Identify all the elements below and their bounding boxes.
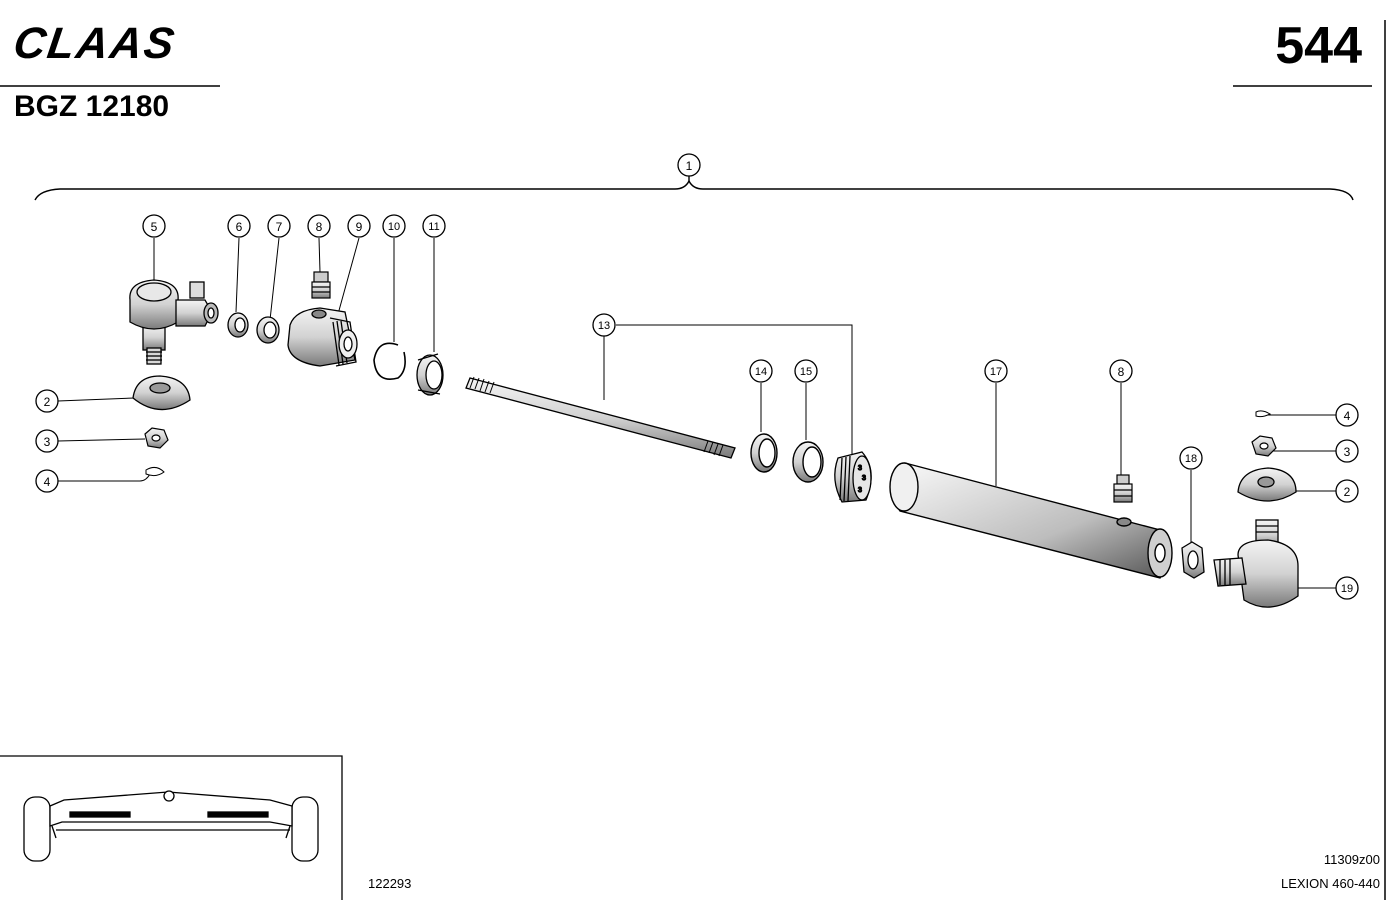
callout-2-left: 2 <box>35 389 59 413</box>
dust-boot-right <box>1237 467 1297 502</box>
callout-4-right: 4 <box>1335 403 1359 427</box>
callout-1: 1 <box>677 153 701 177</box>
svg-text:6: 6 <box>236 220 243 234</box>
callout-5: 5 <box>142 214 166 238</box>
callout-2-right: 2 <box>1335 479 1359 503</box>
callout-8-right: 8 <box>1109 359 1133 383</box>
dust-boot-left <box>132 375 191 411</box>
piston: 3 3 3 <box>834 451 872 503</box>
callout-9: 9 <box>347 214 371 238</box>
grease-nipple-right <box>1113 474 1133 503</box>
right-ball-joint <box>1213 519 1299 608</box>
piston-mark-2: 3 <box>862 475 866 482</box>
circlip <box>373 342 406 380</box>
bush <box>416 353 444 396</box>
svg-text:4: 4 <box>44 475 51 489</box>
callout-11: 11 <box>422 214 446 238</box>
svg-text:3: 3 <box>1344 445 1351 459</box>
svg-text:18: 18 <box>1185 453 1197 465</box>
callouts: 1 2 3 4 5 6 7 8 9 10 11 13 14 15 17 8 18… <box>35 153 1359 600</box>
castle-nut-left <box>144 427 169 449</box>
axle-overview-inset <box>0 755 343 900</box>
svg-text:4: 4 <box>1344 409 1351 423</box>
callout-8-left: 8 <box>307 214 331 238</box>
svg-text:5: 5 <box>151 220 158 234</box>
svg-text:19: 19 <box>1341 583 1353 595</box>
frame-lines <box>0 20 1386 900</box>
svg-text:9: 9 <box>356 220 363 234</box>
callout-10: 10 <box>382 214 406 238</box>
svg-text:10: 10 <box>388 221 400 233</box>
callout-7: 7 <box>267 214 291 238</box>
callout-3-left: 3 <box>35 429 59 453</box>
svg-text:3: 3 <box>44 435 51 449</box>
svg-text:15: 15 <box>800 366 812 378</box>
lock-nut <box>1181 541 1205 579</box>
left-ball-joint <box>129 279 219 365</box>
grease-nipple-left <box>311 271 331 299</box>
piston-seals <box>750 433 824 483</box>
svg-text:11: 11 <box>428 221 439 233</box>
callout-3-right: 3 <box>1335 439 1359 463</box>
svg-text:17: 17 <box>990 366 1002 378</box>
svg-text:13: 13 <box>598 320 610 332</box>
callout-14: 14 <box>749 359 773 383</box>
callout-13: 13 <box>592 313 616 337</box>
figure-code: 11309z00 <box>1323 852 1380 867</box>
assembly-bracket <box>34 176 1354 201</box>
model-label: LEXION 460-440 <box>1280 876 1380 891</box>
svg-text:2: 2 <box>44 395 51 409</box>
seal-rings-6-7 <box>227 312 280 344</box>
svg-text:8: 8 <box>316 220 323 234</box>
cylinder-tube <box>889 462 1173 579</box>
leader-lines <box>57 237 1336 589</box>
callout-4-left: 4 <box>35 469 59 493</box>
cotter-pin-right <box>1255 410 1272 418</box>
drawing-number: 122293 <box>368 876 412 891</box>
callout-6: 6 <box>227 214 251 238</box>
piston-rod <box>465 376 736 459</box>
callout-19: 19 <box>1335 576 1359 600</box>
svg-text:1: 1 <box>686 159 693 173</box>
piston-mark-3: 3 <box>858 487 862 494</box>
svg-text:2: 2 <box>1344 485 1351 499</box>
document-id: BGZ 12180 <box>14 90 170 123</box>
svg-text:8: 8 <box>1118 365 1125 379</box>
piston-mark-1: 3 <box>858 465 862 472</box>
page-number: 544 <box>1275 17 1362 75</box>
castle-nut-right <box>1251 435 1277 457</box>
svg-text:14: 14 <box>755 366 767 378</box>
callout-15: 15 <box>794 359 818 383</box>
callout-18: 18 <box>1179 446 1203 470</box>
cotter-pin-left <box>145 466 165 477</box>
callout-17: 17 <box>984 359 1008 383</box>
svg-text:7: 7 <box>276 220 283 234</box>
clamp-housing <box>287 307 358 367</box>
